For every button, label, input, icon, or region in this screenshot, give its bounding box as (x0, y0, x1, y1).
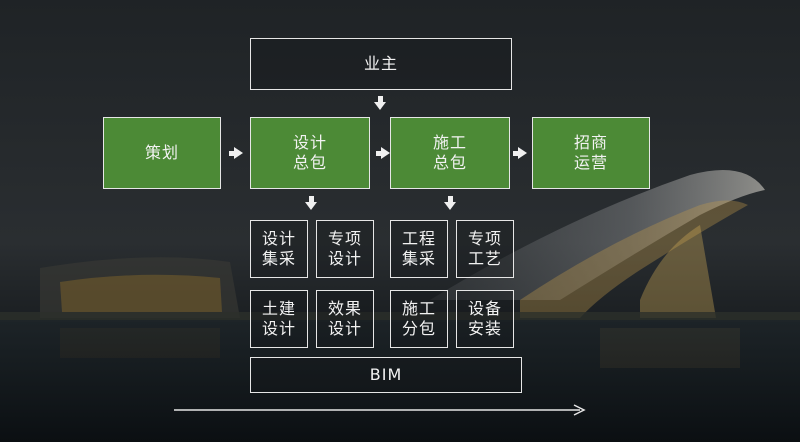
bim-label: BIM (369, 365, 403, 384)
long-arrow-right-icon (174, 404, 586, 416)
subitem-label: 专项 设计 (327, 229, 362, 268)
stage-construction-general-contract: 施工 总包 (390, 117, 510, 189)
subitem-label: 施工 分包 (401, 299, 436, 338)
construction-subitem: 工程 集采 (390, 220, 448, 278)
bim-box: BIM (250, 357, 522, 393)
stage-label: 施工 总包 (432, 133, 467, 172)
stage-label: 策划 (144, 143, 179, 162)
subitem-label: 土建 设计 (261, 299, 296, 338)
arrow-down-icon (305, 196, 317, 210)
stage-label: 招商 运营 (573, 133, 608, 172)
design-subitem: 专项 设计 (316, 220, 374, 278)
arrow-down-icon (444, 196, 456, 210)
stage-design-general-contract: 设计 总包 (250, 117, 370, 189)
owner-box: 业主 (250, 38, 512, 90)
construction-subitem: 施工 分包 (390, 290, 448, 348)
design-subitem: 土建 设计 (250, 290, 308, 348)
arrow-down-icon (374, 96, 386, 110)
arrow-right-icon (376, 147, 390, 159)
subitem-label: 专项 工艺 (467, 229, 502, 268)
arrow-right-icon (513, 147, 527, 159)
subitem-label: 工程 集采 (401, 229, 436, 268)
design-subitem: 设计 集采 (250, 220, 308, 278)
subitem-label: 设备 安装 (467, 299, 502, 338)
construction-subitem: 专项 工艺 (456, 220, 514, 278)
owner-label: 业主 (363, 54, 398, 73)
stage-label: 设计 总包 (292, 133, 327, 172)
stage-planning: 策划 (103, 117, 221, 189)
design-subitem: 效果 设计 (316, 290, 374, 348)
subitem-label: 设计 集采 (261, 229, 296, 268)
construction-subitem: 设备 安装 (456, 290, 514, 348)
stage-leasing-operation: 招商 运营 (532, 117, 650, 189)
subitem-label: 效果 设计 (327, 299, 362, 338)
arrow-right-icon (229, 147, 243, 159)
